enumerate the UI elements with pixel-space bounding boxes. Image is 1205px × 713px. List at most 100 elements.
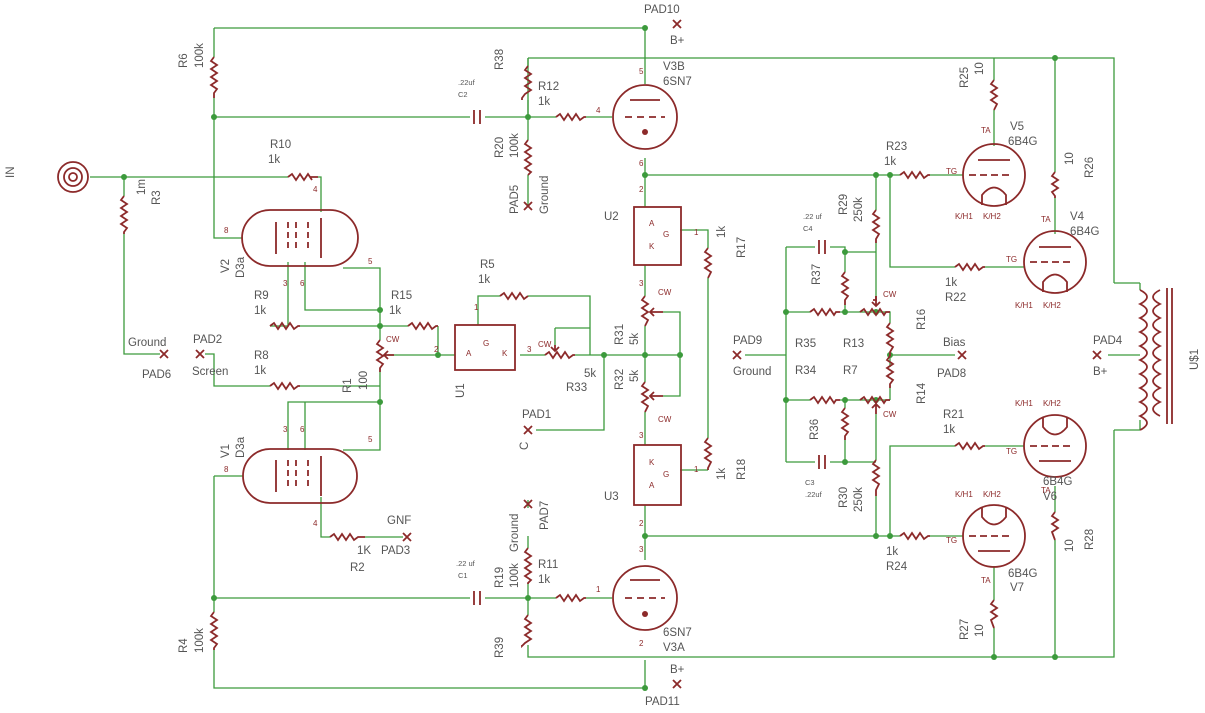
resistor-r37 — [840, 271, 850, 305]
pin-u3-p1: 1 — [694, 465, 699, 474]
label-c1-val: .22 uf — [456, 559, 476, 568]
label-r24-val: 1k — [886, 546, 898, 558]
label-v7-name: V7 — [1010, 582, 1024, 594]
tube-v4-6b4g — [1023, 230, 1087, 294]
resistor-r6 — [209, 56, 219, 98]
label-r11-val: 1k — [538, 574, 550, 586]
resistor-r9 — [269, 321, 300, 331]
pin-r14-cw: CW — [883, 410, 897, 419]
label-v6-name: V6 — [1043, 491, 1057, 503]
pad6-x — [159, 349, 169, 359]
resistor-r4 — [209, 611, 219, 650]
pin-v5-tg: TG — [946, 167, 957, 176]
label-r30-name: R30 — [838, 487, 850, 508]
label-r29-name: R29 — [838, 194, 850, 215]
label-c-label: C — [519, 442, 531, 450]
label-r24-name: R24 — [886, 561, 908, 573]
tube-v5-6b4g — [962, 143, 1026, 207]
label-pad2: PAD2 — [193, 334, 222, 346]
resistor-r21 — [954, 441, 985, 451]
pin-v2-p6: 6 — [300, 279, 305, 288]
pin-u2-k: K — [649, 242, 655, 251]
pin-u1-p3: 3 — [527, 345, 532, 354]
tube-v6-6b4g — [1023, 414, 1087, 478]
label-r4-name: R4 — [178, 638, 190, 653]
label-r21-val: 1k — [943, 424, 955, 436]
label-r21-name: R21 — [943, 409, 964, 421]
pin-v4-kh2: K/H2 — [1043, 301, 1061, 310]
pin-u3-p3: 3 — [639, 431, 644, 440]
resistor-r34 — [809, 395, 840, 405]
label-screen: Screen — [192, 366, 228, 378]
label-v4-val: 6B4G — [1070, 226, 1099, 238]
pin-u1-k: K — [502, 349, 508, 358]
capacitor-c2 — [473, 110, 481, 124]
pin-u1-p1: 1 — [474, 303, 479, 312]
pin-u2-p2: 2 — [639, 185, 644, 194]
tube-v2-d3a — [241, 209, 359, 267]
tube-v3b-6sn7 — [612, 84, 678, 150]
label-v3a-name: V3A — [663, 642, 685, 654]
label-r8-val: 1k — [254, 365, 266, 377]
pin-u3-a: A — [649, 481, 655, 490]
label-r2-name: R2 — [350, 562, 365, 574]
resistors — [119, 56, 1060, 650]
label-v4-name: V4 — [1070, 211, 1085, 223]
label-r32-val: 5k — [629, 370, 641, 382]
label-c1-name: C1 — [458, 571, 468, 580]
pin-v1-p4: 4 — [313, 519, 318, 528]
pin-v3a-p1: 1 — [596, 585, 601, 594]
label-r1-name: R1 — [342, 378, 354, 393]
pin-u2-p3: 3 — [639, 279, 644, 288]
label-ground5: Ground — [539, 176, 551, 214]
label-bplus4: B+ — [1093, 366, 1108, 378]
resistor-r7 — [885, 355, 895, 388]
label-pad1: PAD1 — [522, 409, 551, 421]
pin-v5-kh2: K/H2 — [983, 212, 1001, 221]
label-pad10: PAD10 — [644, 4, 680, 16]
u1-box — [454, 324, 516, 371]
label-r32-name: R32 — [614, 369, 626, 390]
label-pad5: PAD5 — [509, 185, 521, 214]
pot-r33 — [544, 350, 575, 360]
label-gnf: GNF — [387, 515, 411, 527]
label-r33-val: 5k — [584, 368, 596, 380]
pin-u3-k: K — [649, 458, 655, 467]
pad11-x — [672, 679, 682, 689]
label-r26-name: R26 — [1084, 157, 1096, 178]
resistor-r39 — [521, 614, 533, 649]
resistor-r8 — [269, 381, 300, 391]
label-bplus-top: B+ — [670, 35, 685, 47]
pin-v4-ta: TA — [1041, 215, 1051, 224]
pin-v1-p8: 8 — [224, 465, 229, 474]
label-us1: U$1 — [1189, 349, 1201, 370]
label-c3-val: .22uf — [805, 490, 823, 499]
label-r10-val: 1k — [268, 154, 280, 166]
pad8-x — [957, 350, 967, 360]
label-r23-val: 1k — [884, 156, 896, 168]
label-r1-val: 100 — [358, 371, 370, 390]
resistor-r2 — [329, 532, 365, 542]
u3-box — [633, 444, 682, 506]
label-r22-name: R22 — [945, 292, 966, 304]
capacitor-c3 — [818, 455, 826, 469]
pin-r31-cw: CW — [658, 288, 672, 297]
pin-v5-ta: TA — [981, 126, 991, 135]
label-r15-name: R15 — [391, 290, 412, 302]
label-r3-val: 1m — [136, 179, 148, 195]
pin-u1-g: G — [483, 339, 489, 348]
label-c3-name: C3 — [805, 478, 815, 487]
resistor-r15 — [407, 321, 438, 331]
resistor-r27 — [989, 599, 999, 629]
pin-u3-p2: 2 — [639, 519, 644, 528]
label-pad4: PAD4 — [1093, 335, 1123, 347]
pin-v1-p3: 3 — [283, 425, 288, 434]
pin-v6-kh1: K/H1 — [1015, 399, 1033, 408]
resistor-r35 — [809, 307, 840, 317]
label-r25-name: R25 — [959, 67, 971, 88]
wires — [90, 27, 1141, 689]
label-r20-name: R20 — [494, 137, 506, 158]
label-r25-val: 10 — [974, 62, 986, 75]
input-jack — [57, 161, 89, 193]
pin-r32-cw: CW — [658, 415, 672, 424]
